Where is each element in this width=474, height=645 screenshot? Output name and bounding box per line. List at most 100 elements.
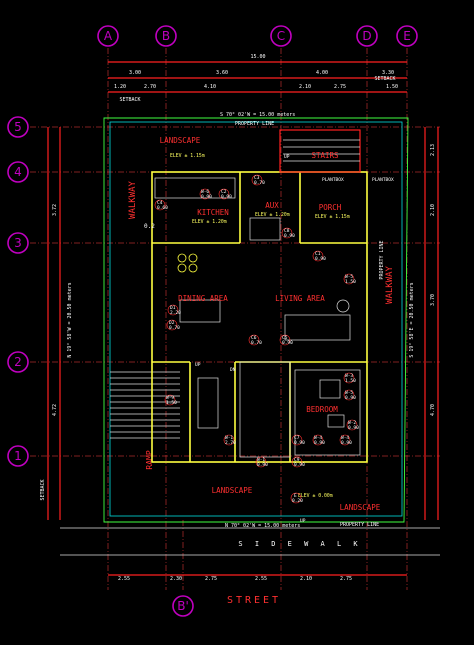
stair-treads	[283, 139, 360, 162]
tag-w1: W-12.70	[223, 434, 236, 446]
label-o2: 0.2	[144, 223, 155, 230]
tag-c7: C70.90	[291, 434, 305, 446]
grid-label-5: 5	[14, 120, 22, 134]
dn-label: DN	[230, 367, 236, 373]
kitchen-label: KITCHEN	[197, 208, 229, 217]
tag-d1: D12.20	[167, 304, 181, 316]
living-area-label: LIVING AREA	[275, 294, 325, 303]
svg-text:0.90: 0.90	[257, 462, 268, 468]
svg-text:C3: C3	[254, 175, 260, 181]
svg-text:0.20: 0.20	[292, 498, 303, 504]
dim-bottom-6: 2.75	[340, 576, 352, 582]
tag-w6-kitchen: W-60.90	[199, 188, 212, 200]
top-dimensions: 15.00 3.00 3.60 4.00 3.30 1.20 2.70 4.10…	[108, 54, 407, 103]
dim-top-setback: 1.50	[386, 84, 398, 90]
dim-left-2: 4.72	[52, 404, 58, 416]
svg-text:0.90: 0.90	[345, 395, 356, 401]
grid-label-b-prime: B'	[177, 599, 189, 613]
dim-top-total: 15.00	[250, 54, 265, 60]
tag-w4: W-40.90	[312, 434, 325, 446]
dim-bottom-4: 2.55	[255, 576, 267, 582]
tag-c1: C10.90	[312, 250, 326, 262]
elev-aux: ELEV ± 1.20m	[255, 212, 290, 218]
grid-bubble-c	[270, 25, 292, 47]
property-line-side: PROPERTY LINE	[379, 240, 385, 279]
dim-right-4: 4.70	[430, 404, 436, 416]
svg-text:W-3: W-3	[345, 373, 353, 379]
plantbox-2-label: PLANTBOX	[372, 177, 394, 183]
grid-label-2: 2	[14, 355, 22, 369]
building-walls	[151, 129, 368, 463]
svg-text:C4: C4	[157, 200, 163, 206]
grid-bubbles-columns: A B C D E B'	[97, 25, 418, 617]
tag-w2: W-20.90	[346, 419, 359, 431]
sidewalk-label: S I D E W A L K	[238, 540, 361, 548]
dim-bottom-3: 2.75	[205, 576, 217, 582]
elev-landscape-top: ELEV ± 1.15m	[170, 153, 205, 159]
svg-text:0.90: 0.90	[341, 440, 352, 446]
svg-text:0.90: 0.90	[294, 462, 305, 468]
walkway-left-label: WALKWAY	[128, 180, 138, 219]
tag-c2-kitchen: C20.90	[218, 188, 232, 200]
tag-c8: C80.90	[281, 227, 295, 239]
site-line-left: N 19° 58'W = 20.50 meters	[67, 282, 73, 357]
ramp-stripes	[110, 371, 180, 439]
setback-top-right: SETBACK	[374, 76, 395, 82]
site-features: LANDSCAPE ELEV ± 1.15m WALKWAY WALKWAY L…	[60, 136, 440, 606]
tag-w9: W-91.50	[164, 394, 177, 406]
svg-text:0.90: 0.90	[282, 340, 293, 346]
landscape-bottom-right-label: LANDSCAPE	[340, 503, 381, 512]
grid-bubble-5	[7, 116, 29, 138]
svg-text:C7: C7	[294, 435, 300, 441]
svg-text:C9: C9	[294, 457, 300, 463]
porch-label: PORCH	[319, 203, 342, 212]
plantbox-1-label: PLANTBOX	[322, 177, 344, 183]
setback-top-left: SETBACK	[119, 97, 140, 103]
furniture	[177, 253, 350, 428]
room-labels: KITCHEN ELEV ± 1.20m AUX ELEV ± 1.20m PO…	[178, 151, 394, 414]
grid-bubble-e	[396, 25, 418, 47]
dim-bottom-1: 2.55	[118, 576, 130, 582]
grid-label-4: 4	[14, 165, 22, 179]
property-line-bottom: PROPERTY LINE	[340, 522, 379, 528]
site-line-top: S 70° 02'W = 15.00 meters	[220, 112, 295, 118]
stairs-label: STAIRS	[311, 151, 339, 160]
grid-bubble-d	[356, 25, 378, 47]
svg-text:2.20: 2.20	[170, 310, 181, 316]
elev-kitchen: ELEV ± 1.20m	[192, 219, 227, 225]
svg-text:0.90: 0.90	[315, 256, 326, 262]
svg-text:W-1: W-1	[225, 435, 233, 441]
elev-bottom: ELEV ± 0.00m	[298, 493, 333, 499]
dim-top-2: 3.60	[216, 70, 228, 76]
dim-right-3: 3.70	[430, 294, 436, 306]
dim-bottom-5: 2.10	[300, 576, 312, 582]
setback-left: SETBACK	[40, 479, 46, 500]
svg-text:W-4: W-4	[314, 435, 322, 441]
aux-label: AUX	[265, 201, 279, 210]
dim-top-4: 3.30	[382, 70, 394, 76]
svg-text:0.70: 0.70	[251, 340, 262, 346]
grid-label-e: E	[403, 29, 411, 43]
grid-lines	[30, 48, 440, 590]
walkway-right-label: WALKWAY	[385, 265, 395, 304]
svg-text:C2: C2	[221, 189, 227, 195]
grid-label-3: 3	[14, 236, 22, 250]
svg-text:0.90: 0.90	[284, 233, 295, 239]
side-dimensions: 3.72 4.72 SETBACK 2.13 2.10 3.70 4.70	[40, 127, 439, 520]
svg-text:W-9: W-9	[166, 395, 174, 401]
tag-c5: C50.90	[279, 334, 293, 346]
street-label: STREET	[227, 595, 281, 606]
grid-bubble-a	[97, 25, 119, 47]
svg-text:1.50: 1.50	[345, 279, 356, 285]
property-line-top: PROPERTY LINE	[235, 121, 274, 127]
svg-text:0.90: 0.90	[348, 425, 359, 431]
property-boundary: S 70° 02'W = 15.00 meters PROPERTY LINE …	[67, 112, 415, 529]
tag-w5-bedroom: W-50.90	[343, 389, 356, 401]
grid-label-b: B	[162, 29, 170, 43]
tag-w4-second: W-40.90	[339, 434, 352, 446]
svg-text:W-2: W-2	[348, 420, 356, 426]
dim-right-1: 2.13	[430, 144, 436, 156]
svg-text:2.70: 2.70	[225, 440, 236, 446]
svg-text:D2: D2	[169, 320, 175, 326]
grid-bubble-1	[7, 445, 29, 467]
